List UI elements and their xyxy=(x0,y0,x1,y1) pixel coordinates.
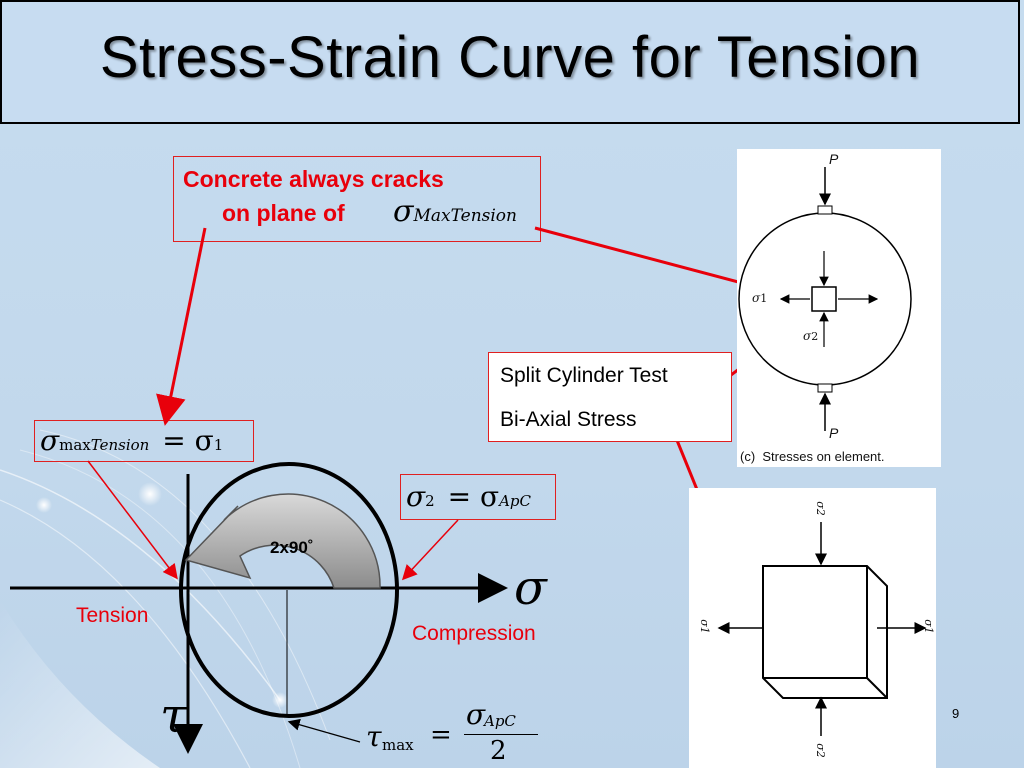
concrete-callout-line2: on plane of xyxy=(222,200,345,226)
sigma2-label: σ2 xyxy=(803,329,819,343)
cube-sigma1-left: σ1 xyxy=(697,619,711,634)
equation-sigma2: σ2 = σApC xyxy=(406,480,531,513)
sigma1-label: σ1 xyxy=(752,291,768,305)
cube-sigma2-bottom: σ2 xyxy=(813,743,827,758)
compression-label: Compression xyxy=(412,622,536,645)
slide-title: Stress-Strain Curve for Tension xyxy=(99,25,921,90)
sigma2-box xyxy=(400,474,556,520)
mohr-circle xyxy=(179,462,399,718)
sigma-axis-label: σ xyxy=(514,560,547,616)
rotation-arrow xyxy=(184,493,381,589)
tau-axis-label: τ xyxy=(160,688,187,744)
sigma-max-tension-box xyxy=(34,420,254,462)
fraction-bar xyxy=(464,734,538,735)
concrete-callout-line1: Concrete always cracks xyxy=(183,166,444,192)
split-cylinder-label: Split Cylinder Test xyxy=(500,364,668,387)
split-cylinder-callout xyxy=(488,352,732,442)
equation-sigma-max-tension-plane: σMaxTension xyxy=(393,194,517,229)
cube-sigma2-top: σ2 xyxy=(813,501,827,516)
figure-c-caption: (c) Stresses on element. xyxy=(740,449,885,464)
cube-sigma1-right: σ1 xyxy=(921,619,935,634)
title-bar: Stress-Strain Curve for Tension xyxy=(0,0,1020,124)
biaxial-stress-label: Bi-Axial Stress xyxy=(500,408,637,431)
rotation-angle-label: 2x90˚ xyxy=(270,538,314,557)
page-number: 9 xyxy=(952,706,960,721)
load-p-bottom: P xyxy=(829,425,839,441)
equation-tau-max: τ max = σ ApC 2 xyxy=(366,698,546,766)
biaxial-cube-figure: σ2 σ2 σ1 σ1 xyxy=(689,488,936,768)
equation-sigma-max-tension: σmaxTension = σ1 xyxy=(40,424,224,457)
split-cylinder-figure: P P σ1 σ2 (c) Stresses on element. xyxy=(737,149,941,467)
tension-label: Tension xyxy=(76,604,149,627)
load-p-top: P xyxy=(829,151,839,167)
concrete-callout-box xyxy=(173,156,541,242)
